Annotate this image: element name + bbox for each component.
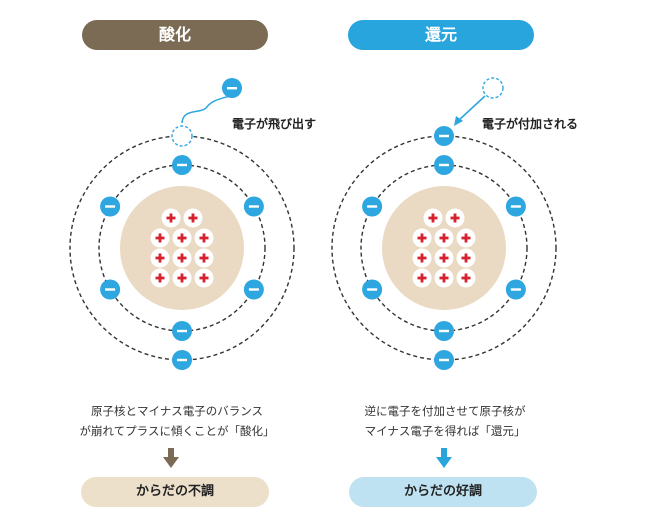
electron-inner (243, 279, 264, 300)
electron-outer-top (434, 126, 454, 146)
proton (161, 208, 181, 228)
oxidation-atom (69, 78, 295, 370)
proton (194, 248, 214, 268)
oxidation-nucleus (120, 186, 244, 310)
reduction-result-badge: からだの好調 (349, 477, 537, 507)
oxidation-escaped-electron (222, 78, 242, 98)
proton (150, 248, 170, 268)
oxidation-title-badge: 酸化 (82, 20, 268, 50)
reduction-result: からだの好調 (403, 484, 482, 499)
oxidation-result: からだの不調 (135, 484, 214, 499)
electron-inner (172, 321, 192, 341)
proton (150, 228, 170, 248)
reduction-down-arrow (436, 448, 452, 468)
reduction-description-line2: マイナス電子を得れば「還元」 (364, 424, 526, 438)
proton (412, 248, 432, 268)
oxidation-description-line1: 原子核とマイナス電子のバランス (90, 404, 264, 418)
electron-inner (434, 321, 454, 341)
oxidation-inner-orbit (98, 164, 266, 332)
proton (412, 228, 432, 248)
proton (150, 268, 170, 288)
electron-inner (172, 155, 192, 175)
reduction-inner-orbit (360, 164, 528, 332)
electron-inner (434, 155, 454, 175)
reduction-description-line1: 逆に電子を付加させて原子核が (364, 404, 526, 418)
proton (456, 228, 476, 248)
proton (434, 248, 454, 268)
reduction-proton-group (412, 208, 476, 288)
proton (434, 228, 454, 248)
electron-inner (243, 196, 264, 217)
reduction-title-badge: 還元 (348, 20, 534, 50)
reduction-nucleus (382, 186, 506, 310)
proton (412, 268, 432, 288)
proton (445, 208, 465, 228)
oxidation-title: 酸化 (158, 25, 191, 44)
proton (434, 268, 454, 288)
reduction-electron-group (362, 126, 526, 370)
oxidation-description-line2: が崩れてプラスに傾くことが「酸化」 (79, 424, 275, 438)
reduction-arrow-head (454, 116, 463, 126)
oxidation-callout: 電子が飛び出す (232, 117, 317, 131)
electron-inner (362, 279, 383, 300)
reduction-incoming-arrow (457, 95, 486, 122)
reduction-incoming-electron-ghost (482, 77, 504, 99)
oxidation-description: 原子核とマイナス電子のバランス が崩れてプラスに傾くことが「酸化」 (52, 401, 302, 441)
proton (456, 248, 476, 268)
proton (194, 268, 214, 288)
electron-outer-bottom (172, 350, 192, 370)
oxidation-escape-path (181, 95, 231, 124)
electron-inner (505, 279, 526, 300)
proton (183, 208, 203, 228)
reduction-atom (331, 77, 557, 370)
reduction-description: 逆に電子を付加させて原子核が マイナス電子を得れば「還元」 (320, 401, 570, 441)
proton (194, 228, 214, 248)
proton (172, 248, 192, 268)
electron-inner (505, 196, 526, 217)
electron-outer-bottom (434, 350, 454, 370)
oxidation-proton-group (150, 208, 214, 288)
electron-inner (100, 279, 121, 300)
oxidation-result-badge: からだの不調 (81, 477, 269, 507)
reduction-title: 還元 (424, 25, 457, 44)
proton (172, 228, 192, 248)
proton (172, 268, 192, 288)
electron-inner (362, 196, 383, 217)
oxidation-electron-group (100, 155, 264, 370)
oxidation-electron-vacancy (171, 125, 193, 147)
reduction-callout: 電子が付加される (482, 117, 579, 131)
electron-inner (100, 196, 121, 217)
proton (423, 208, 443, 228)
oxidation-down-arrow (163, 448, 179, 468)
proton (456, 268, 476, 288)
